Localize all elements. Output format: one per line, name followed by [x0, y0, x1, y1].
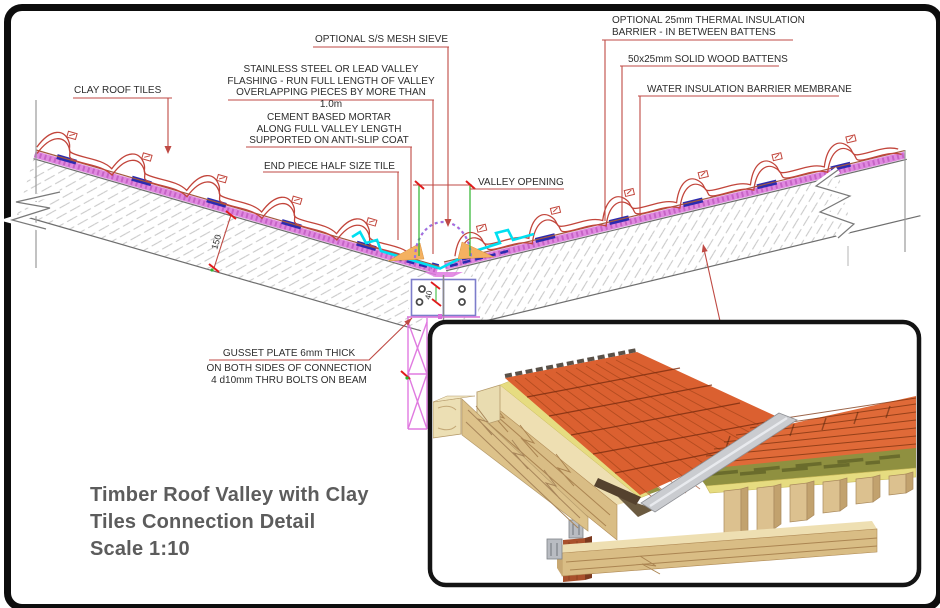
callout-valley-opening: VALLEY OPENING [478, 177, 564, 188]
mortar-right [457, 241, 495, 260]
title-line-2: Tiles Connection Detail [90, 511, 316, 533]
right-rafter-hatch [446, 175, 853, 328]
ridge-tile-ends [504, 348, 638, 378]
left-membrane [33, 150, 439, 274]
callout-mortar: CEMENT BASED MORTAR ALONG FULL VALLEY LE… [249, 112, 409, 146]
right-clay-tiles [454, 134, 902, 262]
right-break [814, 169, 856, 239]
valley-post [407, 318, 428, 430]
dim-40: 40 [423, 289, 434, 300]
leader-arrowheads [164, 146, 708, 326]
right-tile-field-3d [694, 396, 916, 470]
callout-end-piece: END PIECE HALF SIZE TILE [264, 161, 395, 172]
dim-150-text: 150 [209, 233, 223, 250]
callout-battens: 50x25mm SOLID WOOD BATTENS [628, 54, 788, 65]
eave-board-3d [594, 478, 641, 505]
callout-gusset-lines: ON BOTH SIDES OF CONNECTION 4 d10mm THRU… [206, 363, 372, 386]
tile-clips [475, 134, 857, 233]
dimension-150: 150 [208, 210, 237, 273]
title-block: Timber Roof Valley with Clay Tiles Conne… [90, 482, 369, 563]
tile-clips [66, 130, 378, 227]
left-rafter-hatch [17, 158, 436, 331]
break-lines [0, 100, 906, 268]
gusset-connection: 40 [400, 272, 480, 430]
front-beam-3d [557, 521, 877, 553]
gusset-plate-right [442, 278, 477, 317]
valley-opening-dim [413, 180, 476, 256]
valley-assembly [351, 220, 535, 270]
title-scale: Scale 1:10 [90, 538, 190, 560]
callout-leaders [73, 39, 839, 361]
left-break [9, 191, 61, 230]
valley-flashing [351, 228, 535, 270]
thru-bolts [415, 285, 466, 306]
callout-gusset-line1: GUSSET PLATE 6mm THICK [222, 348, 356, 359]
rafter-tails-3d [723, 471, 914, 541]
valley-board-right [449, 248, 513, 268]
inset-3d-view [433, 348, 916, 582]
left-rafter-top [33, 158, 437, 276]
callout-membrane: WATER INSULATION BARRIER MEMBRANE [647, 84, 852, 95]
left-rafter-bottom [17, 213, 422, 332]
left-clay-tiles [36, 130, 413, 263]
callout-thermal: OPTIONAL 25mm THERMAL INSULATION BARRIER… [612, 15, 805, 38]
left-tile-field-3d [504, 348, 795, 503]
callout-flashing: STAINLESS STEEL OR LEAD VALLEY FLASHING … [227, 64, 435, 110]
left-roof-slope [17, 130, 440, 332]
title-line-1: Timber Roof Valley with Clay [90, 484, 369, 506]
callout-clay-roof-tiles: CLAY ROOF TILES [74, 85, 162, 96]
foreground-beam-3d [433, 395, 589, 532]
callout-mesh-sieve: OPTIONAL S/S MESH SIEVE [315, 34, 448, 45]
